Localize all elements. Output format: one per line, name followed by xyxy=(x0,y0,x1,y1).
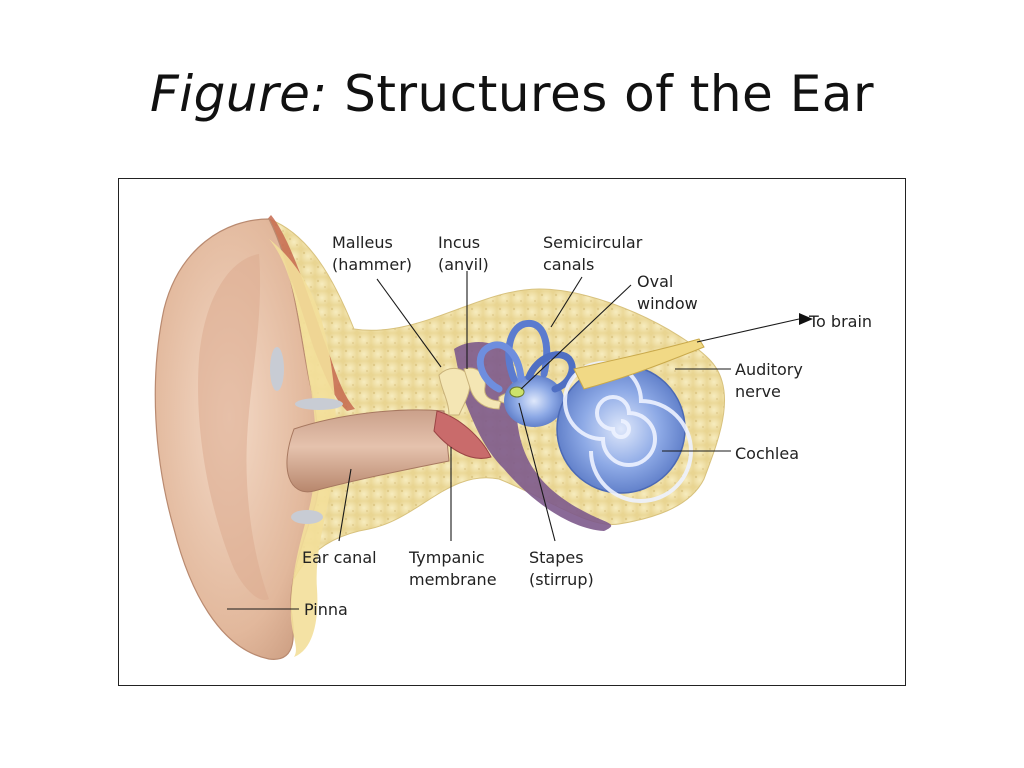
label-oval-window-1: Oval xyxy=(637,272,673,291)
label-auditory-nerve-2: nerve xyxy=(735,382,781,401)
cartilage-blob-1 xyxy=(270,347,284,391)
label-malleus-2: (hammer) xyxy=(332,255,412,274)
malleus-shape xyxy=(438,368,471,416)
title-prefix: Figure: xyxy=(149,65,328,123)
cartilage-blob-2 xyxy=(295,398,343,410)
ear-diagram: Malleus (hammer) Incus (anvil) Semicircu… xyxy=(154,215,872,660)
semicircular-canal-1 xyxy=(505,319,551,383)
label-oval-window-2: window xyxy=(637,294,698,313)
label-incus-1: Incus xyxy=(438,233,480,252)
to-brain-arrowhead xyxy=(799,313,813,325)
ear-canal-shape xyxy=(286,409,450,493)
pinna-fold xyxy=(198,254,269,600)
label-to-brain: To brain xyxy=(808,312,872,331)
label-tympanic-1: Tympanic xyxy=(408,548,485,567)
pinna-cartilage xyxy=(269,239,336,657)
semicircular-canal-3 xyxy=(525,351,576,393)
label-stapes-1: Stapes xyxy=(529,548,584,567)
label-tympanic-2: membrane xyxy=(409,570,497,589)
stapes-leader xyxy=(518,402,556,542)
auditory-nerve-shape xyxy=(573,338,705,390)
label-incus-2: (anvil) xyxy=(438,255,489,274)
title-rest: Structures of the Ear xyxy=(344,65,875,123)
label-semicircular-1: Semicircular xyxy=(543,233,643,252)
semicircular-leader xyxy=(550,276,583,328)
oval-window-leader xyxy=(520,284,632,390)
label-semicircular-2: canals xyxy=(543,255,594,274)
slide-title: Figure: Structures of the Ear xyxy=(0,62,1024,126)
label-auditory-nerve-1: Auditory xyxy=(735,360,803,379)
label-ear-canal: Ear canal xyxy=(302,548,377,567)
label-malleus-1: Malleus xyxy=(332,233,393,252)
semicircular-canal-2 xyxy=(476,341,525,393)
ear-diagram-frame: Malleus (hammer) Incus (anvil) Semicircu… xyxy=(118,178,906,686)
label-cochlea: Cochlea xyxy=(735,444,799,463)
label-pinna: Pinna xyxy=(304,600,348,619)
malleus-leader xyxy=(376,278,442,368)
cochlea-spiral xyxy=(563,361,693,503)
label-stapes-2: (stirrup) xyxy=(529,570,594,589)
ear-canal-leader xyxy=(338,468,352,542)
vestibule-shape xyxy=(504,375,564,427)
tympanic-membrane-shape xyxy=(433,410,492,459)
to-brain-arrow-line xyxy=(696,318,800,343)
oval-window-shape xyxy=(509,386,525,398)
cartilage-blob-3 xyxy=(291,510,323,524)
